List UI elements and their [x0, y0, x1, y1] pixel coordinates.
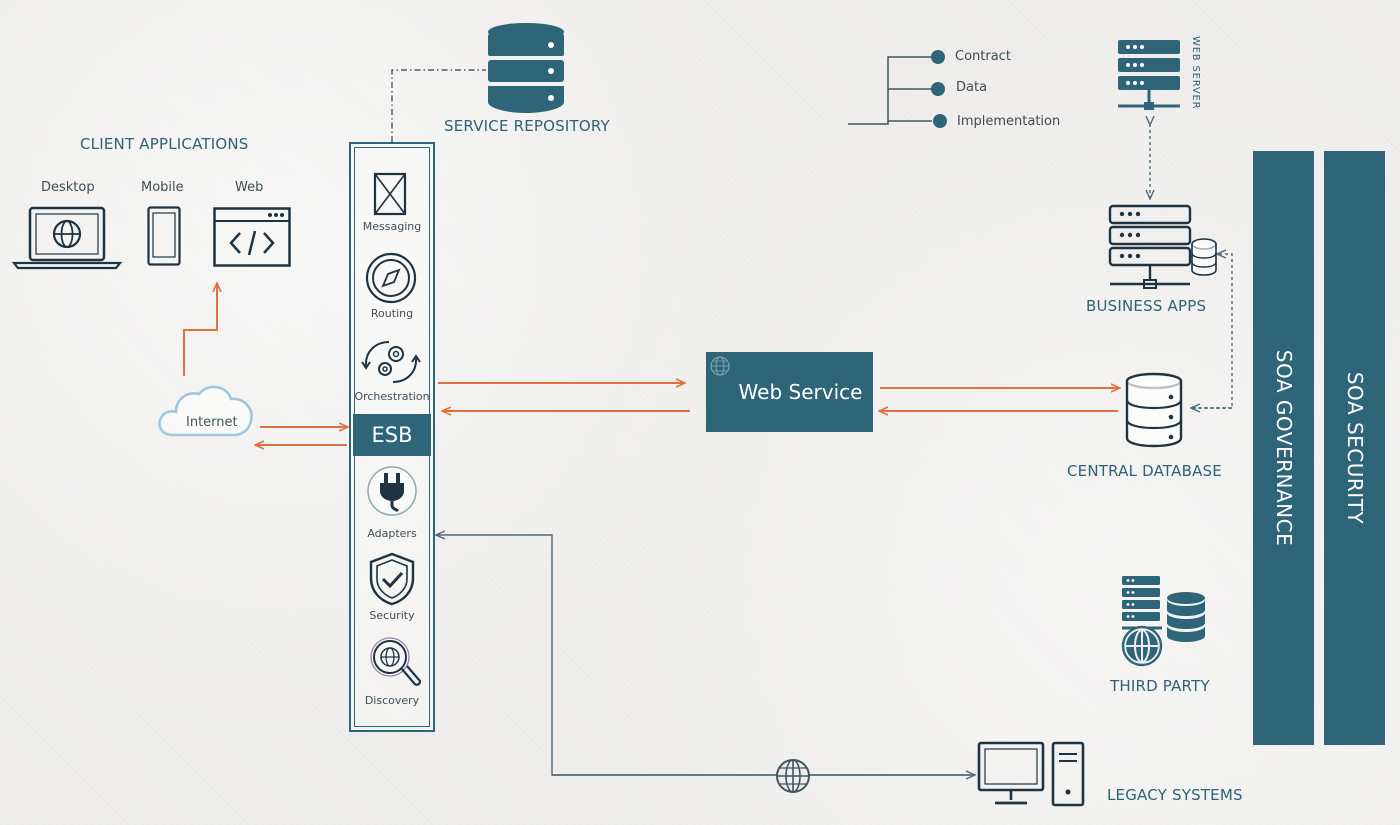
internet-to-client-arrow [183, 284, 217, 376]
third-party-server-icon [1121, 576, 1205, 667]
business-apps-label: BUSINESS APPS [1086, 297, 1207, 315]
esb-component-label: Routing [370, 307, 414, 320]
adapters-plug-icon [367, 466, 417, 516]
orchestration-gears-icon [361, 341, 421, 383]
legacy-connector [437, 535, 975, 776]
internet-label: Internet [186, 415, 238, 430]
central-database-label: CENTRAL DATABASE [1067, 462, 1222, 480]
mobile-icon [147, 206, 181, 266]
service-repository-database-icon [488, 23, 564, 113]
messaging-icon [373, 172, 407, 216]
soa-security-label: SOA SECURITY [1342, 371, 1367, 525]
routing-compass-icon [365, 252, 417, 304]
security-shield-icon [369, 552, 415, 606]
client-applications-title: CLIENT APPLICATIONS [80, 135, 249, 153]
esb-component-label: Discovery [364, 694, 420, 707]
web-service-label: Web Service [738, 380, 863, 404]
service-parts-bracket [848, 56, 932, 125]
service-repository-label: SERVICE REPOSITORY [444, 117, 610, 135]
globe-icon [710, 356, 730, 376]
esb-label: ESB [353, 414, 431, 456]
legacy-computer-icon [977, 741, 1085, 807]
central-database-icon [1125, 372, 1183, 448]
mobile-label: Mobile [141, 180, 184, 195]
laptop-icon [11, 206, 123, 270]
business-apps-server-icon [1108, 204, 1217, 289]
desktop-label: Desktop [41, 180, 95, 195]
service-part-label: Data [956, 80, 988, 95]
service-part-bullets [931, 50, 947, 128]
esb-component-label: Orchestration [354, 390, 430, 403]
third-party-label: THIRD PARTY [1110, 677, 1210, 695]
service-part-label: Contract [955, 49, 1011, 64]
internet-cloud-icon [158, 385, 253, 437]
esb-component-label: Security [369, 609, 415, 622]
soa-governance-label: SOA GOVERNANCE [1271, 349, 1296, 547]
network-globe-icon [776, 759, 810, 793]
service-part-label: Implementation [957, 114, 1061, 129]
web-label: Web [235, 180, 264, 195]
discovery-search-icon [370, 637, 422, 686]
legacy-systems-label: LEGACY SYSTEMS [1107, 786, 1243, 804]
esb-component-label: Messaging [362, 220, 422, 233]
web-code-icon [213, 207, 291, 267]
soa-security-bar: SOA SECURITY [1324, 151, 1385, 745]
repository-connector [391, 69, 486, 142]
web-server-icon [1118, 40, 1180, 110]
soa-governance-bar: SOA GOVERNANCE [1253, 151, 1314, 745]
esb-component-label: Adapters [367, 527, 417, 540]
web-server-label: WEB SERVER [1190, 36, 1201, 110]
web-service-box: Web Service [706, 352, 873, 432]
